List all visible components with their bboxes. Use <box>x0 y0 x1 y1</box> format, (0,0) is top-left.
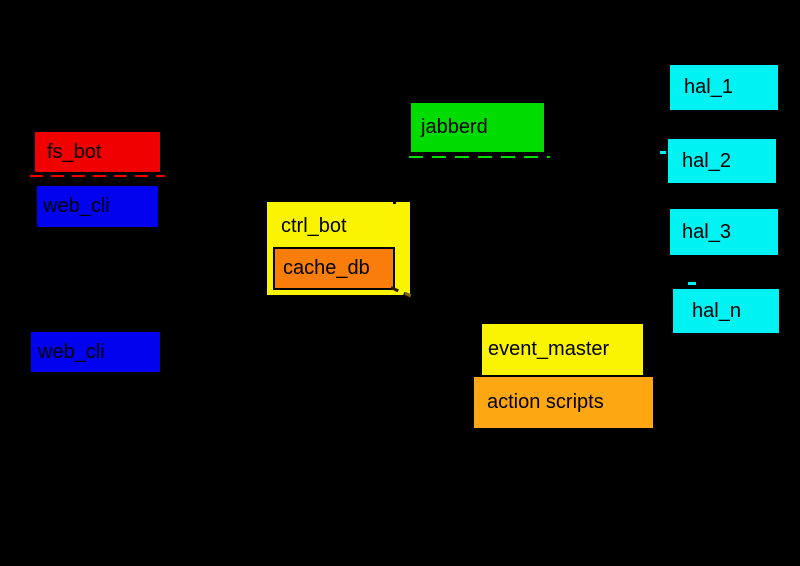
node-fs-bot-label: fs_bot <box>47 140 102 163</box>
edge-tick-ctrl-bot-top <box>393 196 396 204</box>
node-event-master-label: event_master <box>488 338 610 360</box>
node-web-cli-top-label: web_cli <box>43 195 110 217</box>
edge-tick-hal-n-top <box>688 282 696 285</box>
dashed-edge-under-jabberd <box>409 156 550 158</box>
node-web-cli-top: web_cli <box>35 184 160 229</box>
node-jabberd: jabberd <box>409 101 546 154</box>
node-hal-1: hal_1 <box>668 63 780 112</box>
node-cache-db: cache_db <box>273 247 395 290</box>
dashed-edge-under-fs-bot <box>30 175 165 177</box>
node-hal-1-label: hal_1 <box>684 76 733 98</box>
node-event-master: event_master <box>480 322 645 377</box>
node-action-scripts: action scripts <box>474 377 653 428</box>
node-cache-db-label: cache_db <box>283 257 370 279</box>
node-hal-2: hal_2 <box>666 137 778 185</box>
node-ctrl-bot-label: ctrl_bot <box>281 215 347 237</box>
edge-tick-hal-2-left <box>660 151 666 154</box>
node-web-cli-bottom: web_cli <box>29 330 162 374</box>
edge-tick-event-master-top <box>548 317 551 324</box>
node-hal-3: hal_3 <box>668 207 780 257</box>
node-jabberd-label: jabberd <box>421 116 488 138</box>
node-hal-n-label: hal_n <box>692 299 741 322</box>
node-hal-n: hal_n <box>671 287 781 335</box>
node-web-cli-bottom-label: web_cli <box>38 340 105 363</box>
node-action-scripts-label: action scripts <box>487 391 604 413</box>
node-hal-3-label: hal_3 <box>682 220 731 243</box>
node-fs-bot: fs_bot <box>33 130 162 174</box>
node-hal-2-label: hal_2 <box>682 149 731 172</box>
